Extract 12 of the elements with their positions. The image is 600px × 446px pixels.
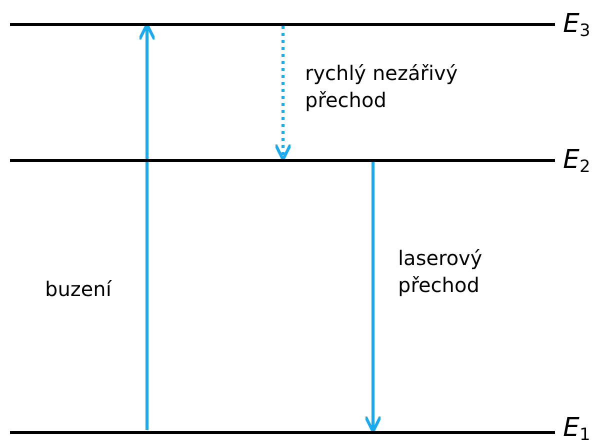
edge-label: laserový přechod <box>398 245 484 299</box>
arrow <box>364 162 382 433</box>
level-label: E$_{3}$ <box>563 10 590 38</box>
arrow <box>274 26 292 161</box>
energy-level-line <box>10 158 555 162</box>
level-label: E$_{1}$ <box>563 414 590 442</box>
energy-level-line <box>10 430 555 434</box>
level-label: E$_{2}$ <box>563 146 590 174</box>
edge-label: buzení <box>45 276 113 303</box>
edge-label: rychlý nezářivý přechod <box>305 60 459 114</box>
arrow <box>138 23 156 430</box>
energy-level-line <box>10 22 555 26</box>
